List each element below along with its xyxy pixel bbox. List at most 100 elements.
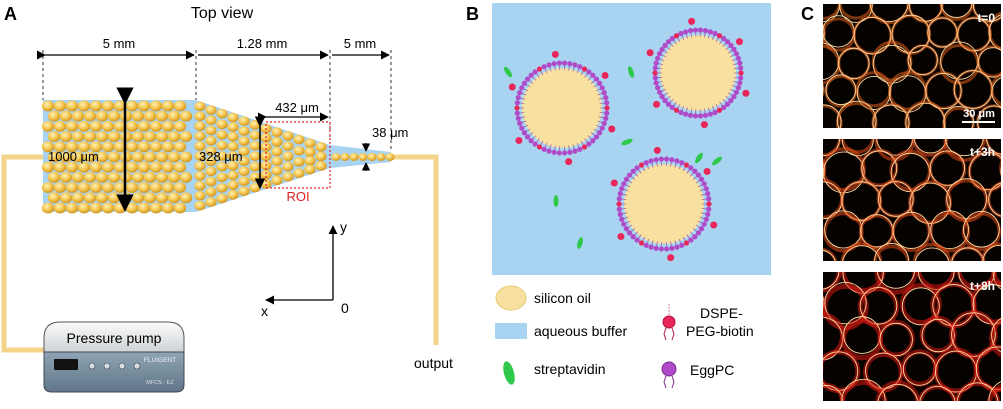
foam-t3	[771, 119, 1001, 261]
foam-bubble	[877, 383, 919, 401]
droplet	[71, 192, 85, 204]
label-t0: t=0	[977, 11, 995, 25]
foam-bubble	[836, 100, 877, 128]
droplet	[173, 121, 187, 132]
lipid-head	[572, 62, 578, 68]
droplet	[205, 105, 217, 115]
lipid-head	[630, 234, 636, 240]
biotin-head	[565, 158, 573, 166]
foam-bubble	[1000, 166, 1001, 176]
droplet	[89, 161, 103, 173]
lipid-head	[652, 70, 658, 76]
lipid-head	[698, 226, 705, 232]
output-label: output	[414, 355, 453, 371]
foam-bubble	[785, 217, 819, 251]
droplet	[71, 110, 85, 122]
droplet	[194, 101, 206, 112]
biotin-head	[646, 49, 654, 57]
foam-bubble-glow	[916, 272, 957, 290]
lipid-head	[705, 191, 711, 197]
droplet	[271, 137, 283, 147]
lipid-head	[692, 234, 698, 240]
droplet	[59, 131, 73, 143]
droplet	[216, 119, 228, 130]
droplet	[59, 151, 73, 163]
droplet	[282, 161, 294, 172]
streptavidin	[503, 66, 513, 78]
biotin-head	[667, 254, 675, 262]
lipid-head	[616, 206, 622, 212]
outlet-tube	[391, 154, 439, 345]
lipid-head	[695, 172, 702, 178]
droplet	[304, 156, 316, 166]
free-molecules	[503, 16, 767, 277]
oil-droplet	[522, 68, 602, 148]
lipid-head	[521, 80, 528, 86]
foam-bubble	[783, 351, 821, 389]
lipid-head	[724, 39, 731, 45]
dim-5mm-right: 5 mm	[344, 36, 377, 51]
droplet	[205, 115, 217, 126]
foam-bubble-glow	[785, 214, 819, 248]
lipid-head	[541, 146, 547, 152]
lipid-head	[658, 246, 664, 252]
droplet	[205, 187, 217, 197]
droplet	[53, 100, 67, 112]
droplet	[194, 171, 206, 181]
droplet	[89, 121, 103, 132]
foam-bubble-glow	[939, 4, 974, 21]
foam-bubble	[838, 47, 870, 80]
droplet	[137, 121, 151, 132]
droplet	[71, 172, 85, 183]
foam-bubble-glow	[943, 139, 986, 162]
foam-bubble-glow	[823, 4, 841, 20]
droplet	[194, 111, 206, 122]
lipid-head	[706, 196, 712, 202]
lipid-head	[634, 237, 640, 243]
droplet	[249, 172, 261, 182]
droplet	[83, 110, 97, 122]
lipid-head	[581, 144, 588, 150]
droplet	[137, 141, 151, 153]
foam-bubble	[771, 119, 808, 156]
droplet	[65, 141, 79, 153]
droplet	[260, 142, 272, 152]
droplet	[238, 146, 250, 156]
droplet	[315, 161, 327, 171]
lipid-head	[603, 95, 609, 101]
lipid-head	[707, 29, 713, 35]
legend-oil-label: silicon oil	[534, 290, 591, 306]
lipid-head	[616, 201, 622, 207]
droplet	[95, 192, 109, 204]
foam-bubble	[841, 378, 886, 401]
lipid-head	[619, 186, 625, 192]
droplet	[107, 192, 121, 204]
lipid-head	[702, 112, 709, 118]
droplet	[271, 146, 283, 157]
lipid-head	[688, 165, 694, 171]
label-t8: t+8h	[970, 279, 995, 293]
droplet	[107, 172, 121, 183]
lipid-head	[514, 100, 520, 106]
droplet	[304, 138, 316, 149]
lipid-head	[581, 66, 588, 72]
lipid-head	[703, 186, 709, 192]
lipid-head	[653, 245, 659, 251]
lipid-head	[695, 230, 702, 236]
lipid-head	[653, 60, 659, 66]
foam-bubble	[919, 385, 956, 401]
lipid-head	[590, 138, 596, 144]
droplet	[249, 130, 261, 141]
pump-knob-icon	[103, 362, 111, 370]
biotin-head	[617, 233, 625, 241]
foam-bubble	[823, 295, 825, 309]
lipid-head	[678, 30, 684, 37]
panel-a: A Top view 5 mm 1.28 mm 5 mm ROI 432 μm	[1, 4, 453, 393]
biotin-head	[653, 100, 661, 108]
biotin-head	[735, 38, 743, 46]
droplet	[238, 136, 250, 146]
lipid-head	[648, 158, 654, 164]
foam-bubble	[930, 210, 969, 250]
droplet	[227, 141, 239, 152]
height-328-label: 328 μm	[199, 149, 243, 164]
